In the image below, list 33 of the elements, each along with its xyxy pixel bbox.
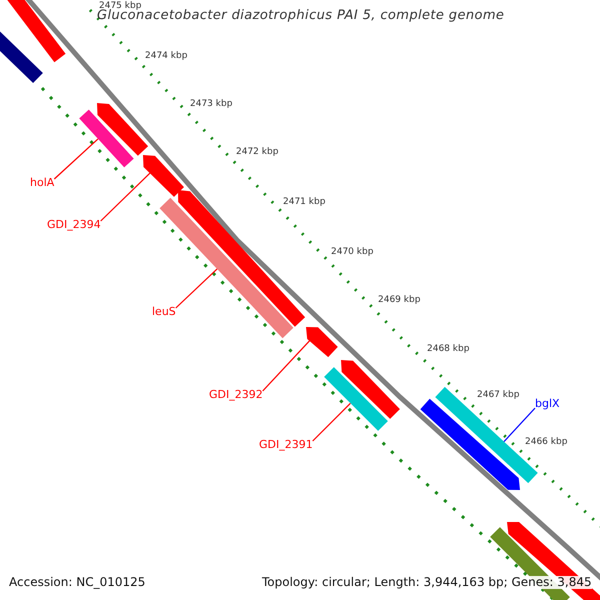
leader-line (312, 402, 351, 442)
gene-feature (507, 522, 600, 600)
gene-label: holA (30, 177, 54, 190)
gene-label: bglX (535, 398, 560, 410)
leader-line (504, 408, 536, 442)
gene-block (324, 367, 388, 431)
gene-feature (178, 190, 306, 327)
gene-feature (341, 360, 400, 419)
scale-label: 2468 kbp (427, 345, 470, 355)
scale-label: 2472 kbp (236, 148, 278, 158)
leader-line (100, 172, 151, 222)
scale-label: 2473 kbp (190, 100, 232, 110)
scale-label: 2471 kbp (283, 198, 326, 208)
info-text: Topology: circular; Length: 3,944,163 bp; Genes: 3,845 (262, 576, 592, 590)
scale-label: 2470 kbp (331, 248, 374, 258)
gene-label: leuS (152, 306, 176, 318)
gene-label: GDI_2392 (209, 389, 263, 402)
gene-label: GDI_2394 (47, 219, 101, 232)
info-text: Accession: NC_010125 (9, 576, 146, 590)
gene-feature (143, 155, 184, 197)
scale-label: 2466 kbp (525, 438, 568, 448)
gene-feature (420, 398, 520, 490)
scale-label: 2474 kbp (145, 52, 188, 62)
leader-line (54, 138, 98, 180)
gene-feature (97, 103, 148, 156)
leader-line (175, 268, 218, 308)
scale-label: 2469 kbp (378, 296, 420, 306)
gene-label: GDI_2391 (259, 439, 313, 452)
scale-label: 2467 kbp (477, 391, 520, 401)
leader-line (262, 340, 310, 392)
title: Gluconacetobacter diazotrophicus PAI 5, complete genome (97, 9, 504, 24)
gene-feature (306, 327, 338, 358)
gene-block (79, 110, 134, 168)
